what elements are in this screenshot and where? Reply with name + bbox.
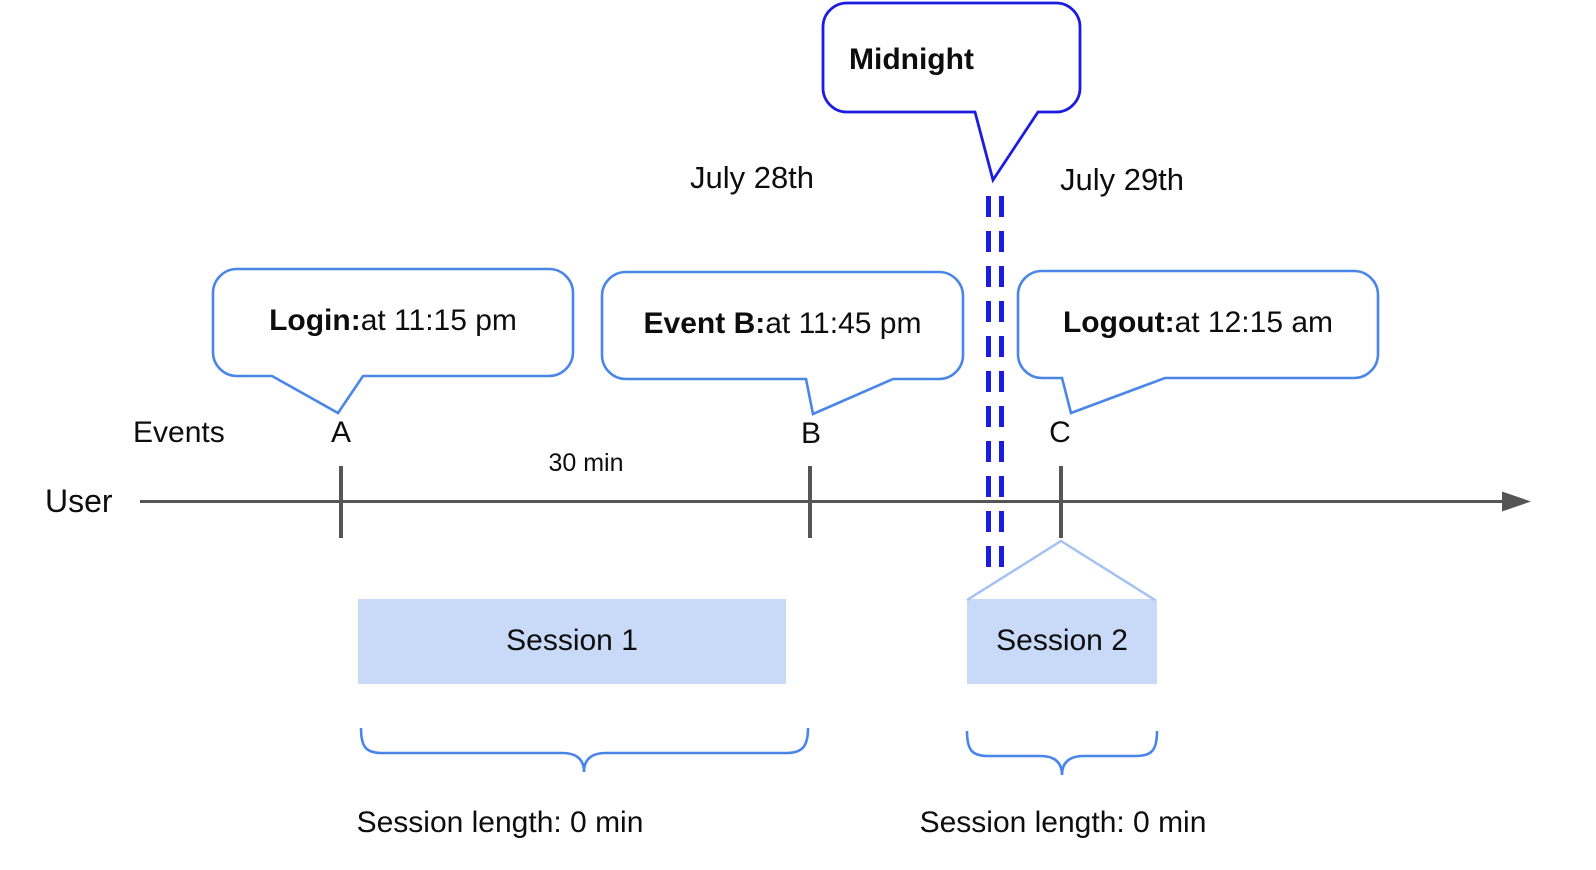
interval-30min-label: 30 min	[548, 449, 624, 477]
login-callout-text: Login: at 11:15 pm	[213, 269, 573, 373]
session-2-length-label: Session length: 0 min	[919, 806, 1207, 839]
logout-callout-title: Logout:	[1062, 305, 1175, 339]
logout-callout-text: Logout: at 12:15 am	[1018, 271, 1378, 375]
login-callout-title: Login:	[269, 303, 361, 337]
event-b-callout-text: Event B: at 11:45 pm	[602, 272, 963, 376]
date-label-july-29: July 29th	[1059, 162, 1185, 197]
date-label-july-28: July 28th	[689, 160, 815, 195]
session-2-expansion-lines	[966, 539, 1156, 602]
login-callout-bubble	[211, 267, 575, 415]
event-b-label: B	[800, 417, 822, 450]
midnight-label: Midnight	[849, 43, 974, 76]
logout-callout-time: at 12:15 am	[1174, 305, 1334, 339]
login-callout-time: at 11:15 pm	[360, 303, 517, 337]
session-1-length-label: Session length: 0 min	[356, 806, 644, 839]
event-c-label: C	[1049, 416, 1071, 449]
session-1-bar	[358, 599, 786, 684]
session-1-label: Session 1	[506, 624, 638, 658]
timeline-arrowhead-icon	[1502, 491, 1531, 512]
midnight-callout-bubble	[821, 1, 1082, 184]
event-b-callout-bubble	[600, 270, 965, 416]
logout-callout-bubble	[1016, 269, 1380, 415]
session-2-bar	[967, 599, 1157, 684]
event-a-label: A	[330, 416, 352, 449]
session-2-label: Session 2	[996, 624, 1128, 658]
user-row-label: User	[45, 483, 113, 519]
event-b-callout-time: at 11:45 pm	[765, 306, 922, 340]
events-row-label: Events	[133, 416, 225, 449]
session-2-brace	[965, 730, 1159, 776]
session-1-brace	[359, 727, 810, 773]
event-b-callout-title: Event B:	[643, 306, 766, 340]
